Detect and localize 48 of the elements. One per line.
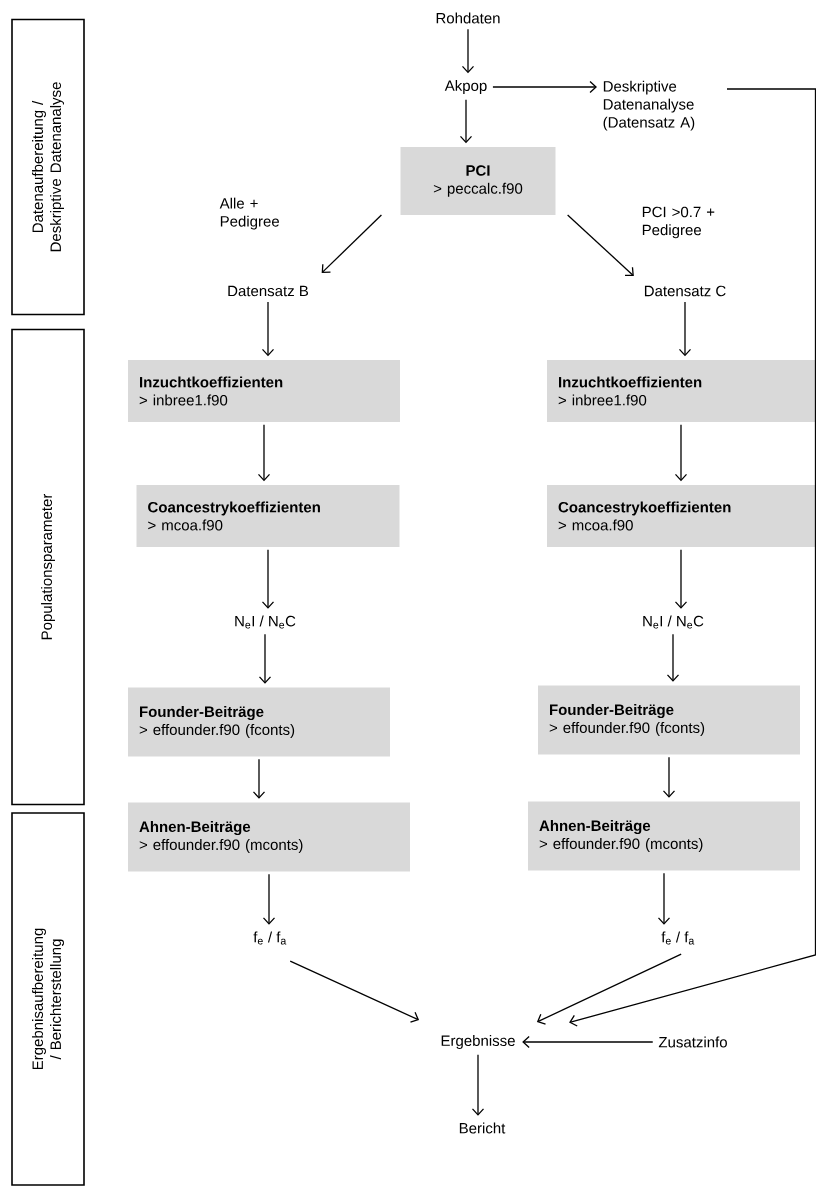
step-label: f$_{e}$ / f$_{a}$ [661,931,695,945]
step-label: Deskriptive Datenanalyse (Datensatz A) [603,80,695,131]
process-box: PCI > peccalc.f90 [400,147,556,215]
arrow [459,99,473,144]
arrow [678,301,692,357]
arrow [262,873,276,925]
section-band: Populationsparameter [11,328,85,806]
step-label: Zusatzinfo [658,1036,727,1048]
arrow [471,1054,485,1116]
step-label: Datensatz B [228,285,309,297]
step-label: Datensatz C [644,285,726,297]
arrow [261,549,275,609]
process-box: Inzuchtkoeffizienten > inbree1.f90 [128,360,400,422]
process-box: Inzuchtkoeffizienten > inbree1.f90 [547,360,815,422]
step-label: Rohdaten [436,12,500,24]
section-band: Datenaufbereitung / Deskriptive Datenanalyse [11,18,85,316]
arrow [321,214,383,273]
process-box: Coancestrykoeffizienten > mcoa.f90 [547,485,815,547]
edge-label: Alle + Pedigree [219,197,279,230]
arrow [289,960,420,1023]
process-box: Ahnen-Beiträge > effounder.f90 (mconts) [128,802,410,872]
arrow [522,1035,654,1049]
step-label: Akpop [444,80,487,94]
arrow [674,549,688,609]
arrow [536,953,682,1025]
arrow [252,758,266,799]
arrow [662,756,676,798]
process-box: Founder-Beiträge > effounder.f90 (fconts) [128,687,390,757]
arrow [569,88,816,1027]
arrow [666,633,680,682]
step-label: N$_{e}$I / N$_{e}$C [235,615,296,629]
process-box: Ahnen-Beiträge > effounder.f90 (mconts) [528,801,800,871]
arrow [566,214,634,276]
arrow [492,80,597,94]
arrow [257,424,271,482]
section-band: Ergebnisaufbereitung / Berichterstellung [11,812,85,1186]
step-label: f$_{e}$ / f$_{a}$ [253,931,287,945]
step-label: Ergebnisse [441,1035,515,1049]
arrow [657,872,671,925]
edge-label: PCI >0.7 + Pedigree [642,206,715,239]
step-label: Bericht [459,1122,506,1134]
arrow [461,28,475,74]
arrow [258,633,272,684]
process-box: Founder-Beiträge > effounder.f90 (fconts) [538,685,800,755]
arrow [674,424,688,482]
process-box: Coancestrykoeffizienten > mcoa.f90 [136,485,400,547]
step-label: N$_{e}$I / N$_{e}$C [643,615,704,629]
arrow [261,301,275,357]
